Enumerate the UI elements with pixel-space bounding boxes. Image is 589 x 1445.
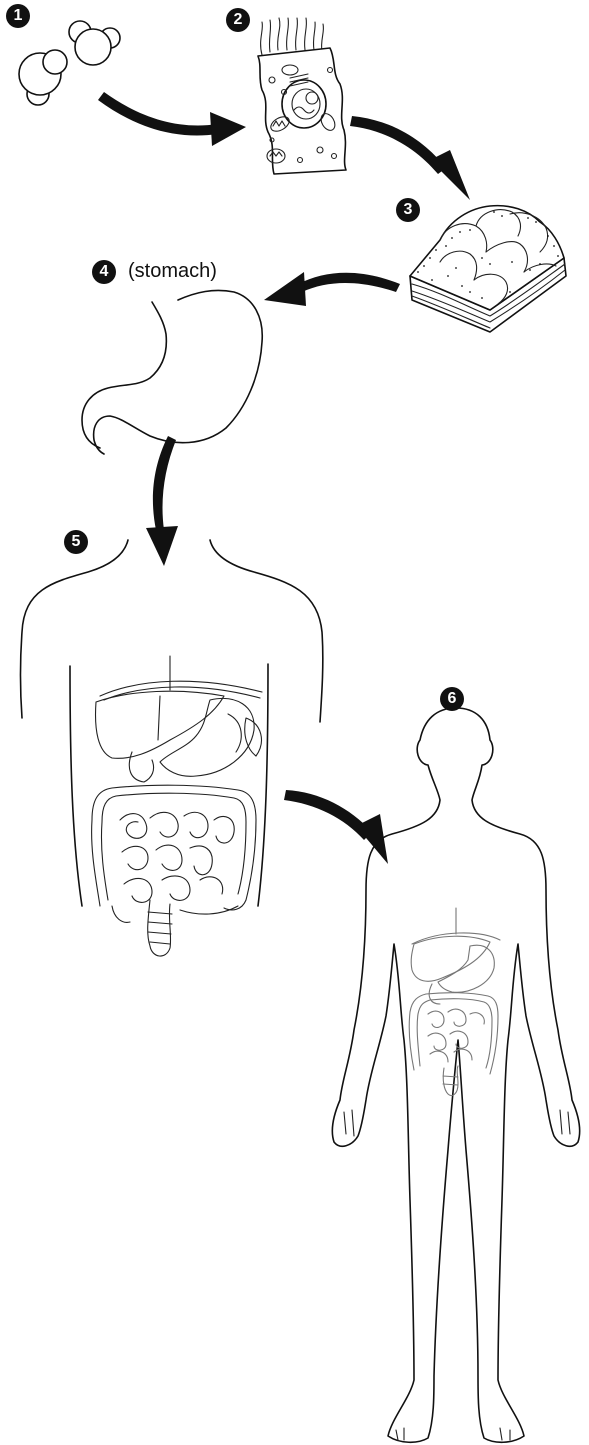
arrow-2-to-3 <box>350 116 470 200</box>
arrow-5-to-6 <box>284 790 388 864</box>
arrow-4-to-5 <box>146 436 178 566</box>
arrow-1-to-2 <box>98 92 246 146</box>
tissue-illustration <box>410 206 566 332</box>
torso-digestive-system-illustration <box>21 540 323 956</box>
stomach-illustration <box>82 290 262 454</box>
human-body-illustration <box>332 708 579 1442</box>
cell-illustration <box>258 18 346 174</box>
step-4-badge: 4 <box>92 260 116 284</box>
molecule-illustration <box>19 21 120 105</box>
step-3-badge: 3 <box>396 198 420 222</box>
step-1-badge: 1 <box>6 4 30 28</box>
step-2-badge: 2 <box>226 8 250 32</box>
step-5-badge: 5 <box>64 530 88 554</box>
step-6-badge: 6 <box>440 687 464 711</box>
arrow-3-to-4 <box>264 272 400 306</box>
stomach-caption: (stomach) <box>128 260 217 283</box>
